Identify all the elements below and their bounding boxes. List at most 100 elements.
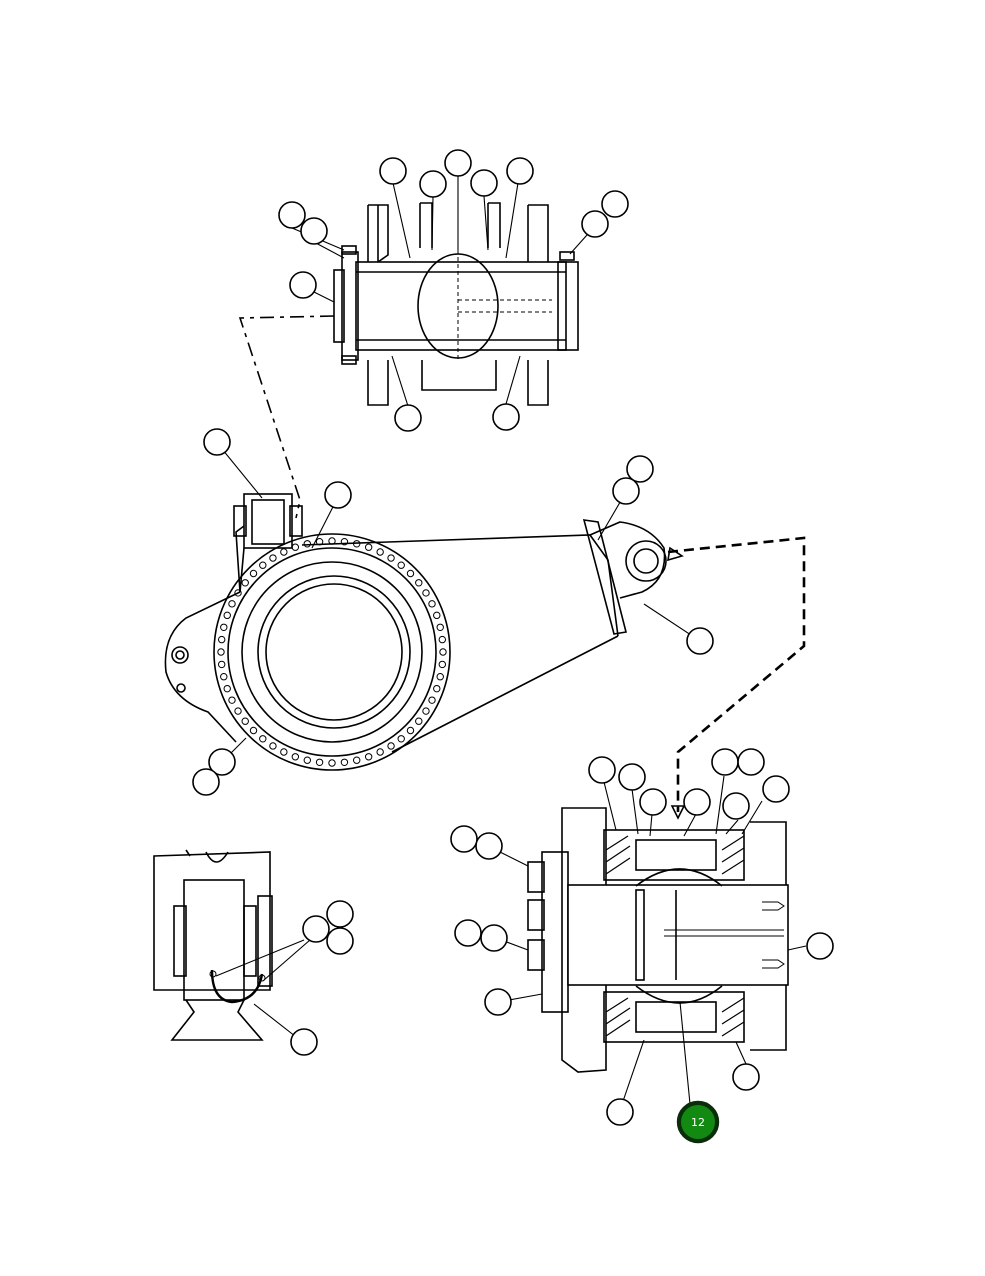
- ring-bolt-hole: [364, 543, 373, 551]
- callout-bubble[interactable]: [394, 404, 422, 432]
- link-line-bottom: [667, 536, 806, 812]
- ring-bolt-hole: [217, 660, 226, 669]
- ring-bolt-hole: [291, 543, 300, 551]
- ring-bolt-hole: [241, 717, 249, 725]
- ring-bolt-hole: [436, 672, 444, 681]
- callout-bubble[interactable]: [639, 788, 667, 816]
- ring-bolt-hole: [234, 589, 242, 597]
- ring-bolt-hole: [387, 742, 395, 750]
- ring-bolt-hole: [315, 758, 324, 767]
- callout-bubble[interactable]: [302, 915, 330, 943]
- ring-bolt-hole: [428, 600, 436, 608]
- callout-bubble[interactable]: [601, 190, 629, 218]
- callout-bubble[interactable]: [208, 748, 236, 776]
- callout-bubble[interactable]: [475, 832, 503, 860]
- ring-bolt-hole: [433, 684, 441, 693]
- callout-bubble[interactable]: [470, 169, 498, 197]
- ring-bolt-hole: [352, 756, 361, 764]
- callout-bubble[interactable]: [444, 149, 472, 177]
- ring-bolt-hole: [415, 717, 423, 725]
- callout-bubble[interactable]: [588, 756, 616, 784]
- ring-bolt-hole: [259, 561, 267, 569]
- ring-bolt-hole: [376, 748, 384, 756]
- ring-bolt-hole: [228, 600, 236, 608]
- ring-bolt-hole: [249, 569, 258, 578]
- callout-bubble[interactable]: [492, 403, 520, 431]
- ring-bolt-hole: [234, 707, 242, 715]
- ring-bolt-hole: [422, 707, 430, 715]
- ring-bolt-hole: [259, 735, 267, 743]
- hatch-bottom-left: [605, 997, 631, 1037]
- ring-bolt-hole: [406, 726, 415, 735]
- callout-12[interactable]: 12: [676, 1100, 720, 1144]
- callout-bubble[interactable]: [450, 825, 478, 853]
- callout-bubble[interactable]: [737, 748, 765, 776]
- callout-bubble[interactable]: [300, 217, 328, 245]
- ring-bolt-hole: [220, 623, 228, 632]
- callout-bubble[interactable]: [732, 1063, 760, 1091]
- ring-bolt-hole: [376, 548, 384, 556]
- callout-bubble[interactable]: [722, 792, 750, 820]
- callout-bubble[interactable]: [683, 788, 711, 816]
- hatch-bottom-right: [721, 997, 745, 1037]
- ring-bolt-hole: [249, 726, 258, 735]
- ring-bolt-hole: [217, 635, 226, 644]
- ring-bolt-hole: [406, 569, 415, 578]
- ring-bolt-hole: [217, 648, 225, 656]
- callout-bubble[interactable]: [289, 271, 317, 299]
- ring-bolt-hole: [364, 753, 373, 761]
- ring-bolt-hole: [303, 756, 312, 764]
- section-view: [487, 775, 807, 1111]
- callout-bubble[interactable]: [626, 455, 654, 483]
- callout-bubble[interactable]: [203, 428, 231, 456]
- ring-bolt-hole: [352, 540, 361, 548]
- ring-bolt-hole: [415, 579, 423, 587]
- ring-bolt-hole: [433, 611, 441, 620]
- callout-bubble[interactable]: [454, 919, 482, 947]
- ring-bolt-hole: [280, 548, 288, 556]
- callout-bubble[interactable]: [324, 481, 352, 509]
- callout-bubble[interactable]: [581, 210, 609, 238]
- ring-bolt-hole: [422, 589, 430, 597]
- callout-bubble[interactable]: [806, 932, 834, 960]
- ring-bolt-hole: [436, 623, 444, 632]
- callout-bubble[interactable]: [612, 477, 640, 505]
- callout-bubble[interactable]: [326, 900, 354, 928]
- ring-bolt-hole: [397, 561, 405, 569]
- callout-bubble[interactable]: [618, 763, 646, 791]
- ring-bolt-hole: [280, 748, 288, 756]
- callout-bubble[interactable]: [762, 775, 790, 803]
- ring-bolt-hole: [241, 579, 249, 587]
- ring-bolt-hole: [220, 672, 228, 681]
- hatch-top-left: [605, 835, 631, 875]
- callout-bubbles: [192, 149, 834, 1126]
- hatch-top-right: [721, 835, 745, 875]
- ring-bolt-hole: [223, 684, 231, 693]
- callout-bubble[interactable]: [484, 988, 512, 1016]
- ring-bolt-hole: [269, 554, 277, 562]
- callout-bubble[interactable]: [686, 627, 714, 655]
- callout-bubble[interactable]: [326, 927, 354, 955]
- callout-12-label: 12: [691, 1116, 705, 1129]
- callout-bubble[interactable]: [506, 157, 534, 185]
- callout-bubble[interactable]: [711, 748, 739, 776]
- ring-bolt-hole: [340, 537, 349, 546]
- ring-bolt-hole: [269, 742, 277, 750]
- callout-bubble[interactable]: [192, 768, 220, 796]
- callout-bubble[interactable]: [290, 1028, 318, 1056]
- link-line-top: [238, 315, 335, 519]
- ring-bolt-hole: [223, 611, 231, 620]
- callout-bubble[interactable]: [379, 157, 407, 185]
- ring-bolt-holes: [217, 537, 447, 767]
- callout-bubble[interactable]: [278, 201, 306, 229]
- ring-bolt-hole: [438, 660, 447, 669]
- callout-bubble[interactable]: [480, 924, 508, 952]
- ring-bolt-hole: [438, 635, 447, 644]
- ring-bolt-hole: [328, 759, 336, 767]
- callout-bubble[interactable]: [606, 1098, 634, 1126]
- top-pin-assembly-view: [291, 176, 596, 407]
- ring-bolt-hole: [291, 753, 300, 761]
- ring-bolt-hole: [387, 554, 395, 562]
- callout-bubble[interactable]: [419, 170, 447, 198]
